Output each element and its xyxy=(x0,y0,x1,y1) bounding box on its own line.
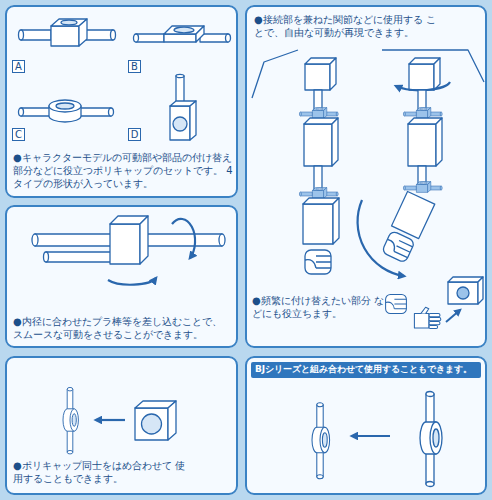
polycap-types xyxy=(19,19,231,140)
illustration-part xyxy=(448,282,478,304)
illustration-part xyxy=(408,124,436,166)
illustration-part xyxy=(358,200,404,276)
illustration-part xyxy=(168,401,176,440)
illustration-part xyxy=(448,277,483,282)
text-slot: ●キャラクターモデルの可動部や部品の付け替え 部分などに役立つポリキャップのセッ… xyxy=(13,151,237,190)
illustration-part xyxy=(32,234,38,246)
illustration-part xyxy=(19,19,485,487)
type-label-box: C xyxy=(12,128,25,141)
type-letter: D xyxy=(131,130,139,140)
type-letter: B xyxy=(131,62,138,72)
type-label-box: A xyxy=(12,60,25,73)
illustration-part xyxy=(140,216,148,264)
illustration-part xyxy=(172,219,195,258)
illustration-part xyxy=(314,166,322,190)
illustration-part xyxy=(434,58,440,90)
type-letter: C xyxy=(15,130,22,140)
type-label-box: B xyxy=(128,60,141,73)
type-letter: A xyxy=(15,62,22,72)
illustration-part xyxy=(63,387,78,454)
text-slot: ●頻繁に付け替えたい部分 などにも役立ちます。 xyxy=(252,294,386,320)
caption-text: ●接続部を兼ねた関節などに使用する ことで、自由な可動が再現できます。 xyxy=(254,13,438,39)
illustration-part xyxy=(299,188,338,199)
polycap-b xyxy=(134,26,231,42)
instruction-panel: ●ポリキャップ同士をはめ合わせて 使用することもできます。 xyxy=(5,356,238,495)
instruction-panel: ●接続部を兼ねた関節などに使用する ことで、自由な可動が再現できます。 ●頻繁に付… xyxy=(245,5,487,348)
illustration-part xyxy=(446,310,460,322)
illustration-part xyxy=(403,182,442,193)
type-label-box: D xyxy=(128,128,141,141)
illustration-part xyxy=(420,392,442,487)
illustration-part xyxy=(5,356,238,495)
illustration-part xyxy=(312,403,330,479)
illustration-part xyxy=(142,414,162,434)
illustration-part xyxy=(409,64,434,90)
text-slot: ●内径に合わせたプラ棒等を差し込むことで、 スムースな可動をさせることができます… xyxy=(13,315,233,341)
illustration-part xyxy=(352,435,390,437)
illustration-part xyxy=(403,108,442,119)
illustration-part xyxy=(386,294,407,313)
caption-text: ●内径に合わせたプラ棒等を差し込むことで、 スムースな可動をさせることができます… xyxy=(13,315,233,341)
illustration-part xyxy=(381,230,415,263)
band-text: BJシリーズと組み合わせて使用することもできます。 xyxy=(255,364,477,376)
illustration-part xyxy=(396,82,450,90)
illustration-part xyxy=(219,234,225,246)
illustration-part xyxy=(332,118,338,166)
illustration-part xyxy=(380,191,435,263)
illustration-part xyxy=(245,5,487,348)
instruction-panel: ●キャラクターモデルの可動部や部品の付け替え 部分などに役立つポリキャップのセッ… xyxy=(5,5,238,198)
polycap-a xyxy=(19,19,116,46)
illustration-part xyxy=(478,277,483,304)
illustration-part xyxy=(305,250,331,274)
polycap-c xyxy=(19,100,114,122)
illustration-part xyxy=(252,50,484,98)
illustration-part xyxy=(108,278,156,285)
illustration-part xyxy=(414,307,440,328)
instruction-panel: BJシリーズと組み合わせて使用することもできます。 xyxy=(245,356,487,495)
illustration-part xyxy=(418,166,426,184)
illustration-part xyxy=(135,408,168,440)
illustration-part xyxy=(110,224,140,264)
illustration-part xyxy=(46,252,112,262)
illustration-part xyxy=(303,204,333,244)
header-band: BJシリーズと組み合わせて使用することもできます。 xyxy=(251,362,481,378)
illustration-part xyxy=(436,118,442,166)
illustration-part xyxy=(5,205,238,348)
rod-illustration xyxy=(32,216,225,285)
illustration-part xyxy=(305,64,330,90)
caption-text: ●ポリキャップ同士をはめ合わせて 使用することもできます。 xyxy=(13,459,193,485)
fit-together-illustration xyxy=(63,387,176,454)
illustration-part xyxy=(330,58,336,90)
illustration-part xyxy=(392,191,435,238)
instruction-panel: ●内径に合わせたプラ棒等を差し込むことで、 スムースな可動をさせることができます… xyxy=(5,205,238,348)
bj-series-illustration xyxy=(312,392,442,487)
illustration-part xyxy=(44,252,49,262)
illustration-part xyxy=(299,108,338,119)
caption-text: ●キャラクターモデルの可動部や部品の付け替え 部分などに役立つポリキャップのセッ… xyxy=(13,151,237,190)
illustration-part xyxy=(245,356,487,495)
caption-text: ●頻繁に付け替えたい部分 などにも役立ちます。 xyxy=(252,294,386,320)
illustration-part xyxy=(96,419,125,421)
illustration-part xyxy=(457,287,469,299)
text-slot: ●接続部を兼ねた関節などに使用する ことで、自由な可動が再現できます。 xyxy=(254,13,438,39)
polycap-d xyxy=(170,74,196,140)
panel-grounds xyxy=(5,5,487,495)
illustration-part xyxy=(304,124,332,166)
illustration-part xyxy=(5,5,238,198)
text-slot: ●ポリキャップ同士をはめ合わせて 使用することもできます。 xyxy=(13,459,193,485)
illustration-part xyxy=(333,198,339,244)
robot-joint-illustration xyxy=(252,50,484,328)
